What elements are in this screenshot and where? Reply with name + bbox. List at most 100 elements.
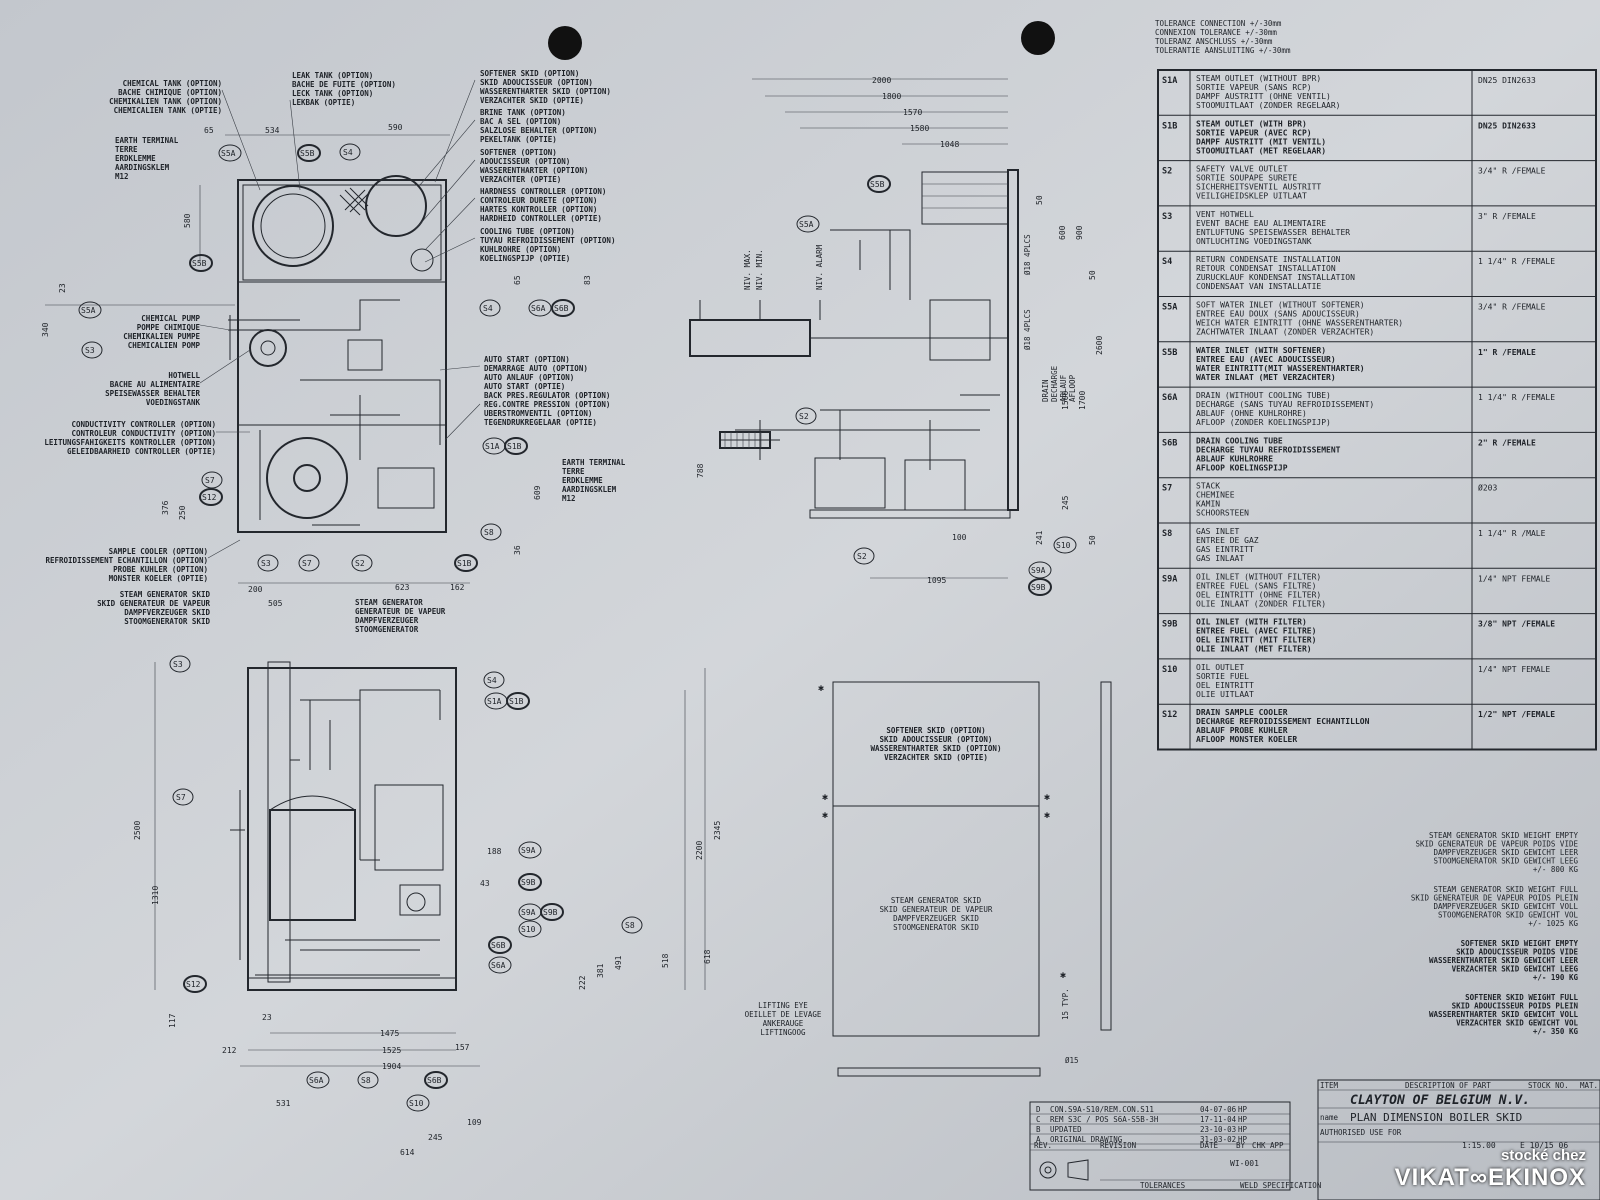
svg-text:TERRE: TERRE — [562, 467, 585, 476]
connection-description: DAMPF AUSTRITT (MIT VENTIL) — [1196, 137, 1326, 146]
tag-s8: S8 — [357, 1071, 379, 1089]
company-name: CLAYTON OF BELGIUM N.V. — [1350, 1093, 1530, 1108]
connection-size: 1 1/4" R /MALE — [1478, 529, 1546, 538]
label-hotwell: HOTWELL BACHE AU ALIMENTAIRE SPEISEWASSE… — [105, 371, 200, 407]
svg-text:LIFTING EYE: LIFTING EYE — [758, 1001, 808, 1010]
svg-text:S9A: S9A — [521, 846, 536, 855]
svg-text:AARDINGSKLEM: AARDINGSKLEM — [115, 163, 170, 172]
label-steam-generator: STEAM GENERATOR GENERATEUR DE VAPEUR DAM… — [355, 598, 446, 634]
weight-line: SOFTENER SKID WEIGHT EMPTY — [1461, 939, 1579, 948]
svg-text:DAMPFVERZEUGER SKID: DAMPFVERZEUGER SKID — [124, 608, 210, 617]
tag-s6b: S6B — [488, 936, 512, 954]
svg-text:SAMPLE COOLER (OPTION): SAMPLE COOLER (OPTION) — [109, 547, 208, 556]
svg-text:WASSERENTHARTER SKID (OPTION): WASSERENTHARTER SKID (OPTION) — [480, 87, 611, 96]
side-coil — [719, 431, 771, 449]
svg-text:LEITUNGSFAHIGKEITS KONTROLLER: LEITUNGSFAHIGKEITS KONTROLLER (OPTION) — [44, 438, 216, 447]
label-back-pres-regulator: BACK PRES.REGULATOR (OPTION) REG.CONTRE … — [484, 391, 610, 427]
svg-text:S6A: S6A — [309, 1076, 324, 1085]
connection-description: VEILIGHEIDSKLEP UITLAAT — [1196, 192, 1307, 201]
svg-text:S9B: S9B — [543, 908, 558, 917]
connection-description: ABLAUF (OHNE KUHLROHRE) — [1196, 409, 1307, 418]
tag-s6a: S6A — [488, 956, 512, 974]
dim-1570: 1570 — [903, 108, 922, 117]
label-typ-15: 15 TYP. — [1061, 988, 1070, 1020]
svg-text:WASSERENTHARTER (OPTION): WASSERENTHARTER (OPTION) — [480, 166, 588, 175]
label-chemical-pump: CHEMICAL PUMP POMPE CHIMIQUE CHEMIKALIEN… — [123, 314, 200, 350]
connection-size: 2" R /FEMALE — [1478, 438, 1536, 447]
connection-description: WATER INLET (WITH SOFTENER) — [1196, 346, 1326, 355]
svg-text:DEMARRAGE AUTO (OPTION): DEMARRAGE AUTO (OPTION) — [484, 364, 588, 373]
connection-code: S8 — [1162, 529, 1172, 539]
svg-text:S5A: S5A — [221, 149, 236, 158]
svg-text:DRAIN: DRAIN — [1041, 379, 1050, 402]
label-sample-cooler: SAMPLE COOLER (OPTION) REFROIDISSEMENT E… — [45, 547, 208, 583]
connection-description: STEAM OUTLET (WITHOUT BPR) — [1196, 74, 1321, 83]
svg-text:UBERSTROMVENTIL (OPTION): UBERSTROMVENTIL (OPTION) — [484, 409, 592, 418]
connection-description: WATER INLAAT (MET VERZACHTER) — [1196, 373, 1336, 382]
svg-text:SKID ADOUCISSEUR (OPTION): SKID ADOUCISSEUR (OPTION) — [880, 735, 993, 744]
svg-text:SKID GENERATEUR DE VAPEUR: SKID GENERATEUR DE VAPEUR — [880, 905, 993, 914]
revision-letter: C — [1036, 1115, 1041, 1124]
svg-text:S4: S4 — [487, 676, 497, 685]
name-label: name — [1320, 1113, 1339, 1122]
svg-text:S4: S4 — [343, 148, 353, 157]
weight-line: STOOMGENERATOR SKID GEWICHT VOL — [1438, 911, 1578, 920]
tag-s6a: S6A — [306, 1071, 330, 1089]
revision-date: 04-07-06 — [1200, 1105, 1237, 1114]
tolerance-line: TOLERANTIE AANSLUITING +/-30mm — [1155, 46, 1291, 55]
chemical-tank-inner — [260, 193, 326, 259]
brine-tank-shape — [365, 175, 427, 237]
svg-text:S7: S7 — [176, 793, 186, 802]
tag-s1b: S1B — [454, 554, 478, 572]
tag-s1b: S1B — [504, 437, 528, 455]
dim-2500: 2500 — [133, 821, 142, 840]
dim-1500: 1500 — [1061, 391, 1070, 410]
plan-piping — [228, 299, 441, 526]
dim-23: 23 — [58, 283, 67, 293]
dim-50c: 50 — [1088, 535, 1097, 545]
svg-text:AUTO ANLAUF (OPTION): AUTO ANLAUF (OPTION) — [484, 373, 574, 382]
svg-text:MONSTER KOELER (OPTIE): MONSTER KOELER (OPTIE) — [109, 574, 208, 583]
svg-text:S2: S2 — [799, 412, 809, 421]
dim-600: 600 — [1058, 225, 1067, 240]
connection-description: OLIE UITLAAT — [1196, 690, 1254, 699]
tag-s5b: S5B — [189, 254, 213, 272]
svg-text:CHEMICALIEN POMP: CHEMICALIEN POMP — [128, 341, 201, 350]
connection-description: SORTIE FUEL — [1196, 672, 1249, 681]
connection-code: S9B — [1162, 620, 1177, 630]
svg-text:S10: S10 — [409, 1099, 424, 1108]
dim-618: 618 — [703, 949, 712, 964]
revision-date: 23-10-03 — [1200, 1125, 1236, 1134]
front-pump — [399, 884, 441, 916]
connection-size: Ø203 — [1478, 483, 1497, 493]
connection-description: STACK — [1196, 482, 1220, 491]
connection-description: SOFT WATER INLET (WITHOUT SOFTENER) — [1196, 301, 1365, 310]
svg-text:M12: M12 — [562, 494, 576, 503]
dim-2345: 2345 — [713, 821, 722, 840]
dim-534: 534 — [265, 126, 280, 135]
connection-description: KAMIN — [1196, 500, 1220, 509]
dim-376: 376 — [161, 500, 170, 515]
connection-description: DRAIN (WITHOUT COOLING TUBE) — [1196, 391, 1331, 400]
revision-text: CON.S9A-S10/REM.CON.S11 — [1050, 1105, 1154, 1114]
label-conductivity-controller: CONDUCTIVITY CONTROLLER (OPTION) CONTROL… — [44, 420, 216, 456]
svg-text:GELEIDBAARHEID CONTROLLER (OPT: GELEIDBAARHEID CONTROLLER (OPTIE) — [67, 447, 216, 456]
dim-505: 505 — [268, 599, 283, 608]
tag-s8: S8 — [621, 916, 643, 934]
dim-1525: 1525 — [382, 1046, 401, 1055]
revision-letter: D — [1036, 1105, 1041, 1114]
connection-size: 3/4" R /FEMALE — [1478, 167, 1546, 176]
svg-text:AUTO START (OPTIE): AUTO START (OPTIE) — [484, 382, 565, 391]
svg-text:S8: S8 — [361, 1076, 371, 1085]
svg-text:ANKERAUGE: ANKERAUGE — [763, 1019, 804, 1028]
svg-text:POMPE CHIMIQUE: POMPE CHIMIQUE — [137, 323, 201, 332]
svg-text:AARDINGSKLEM: AARDINGSKLEM — [562, 485, 617, 494]
svg-text:ERDKLEMME: ERDKLEMME — [115, 154, 156, 163]
